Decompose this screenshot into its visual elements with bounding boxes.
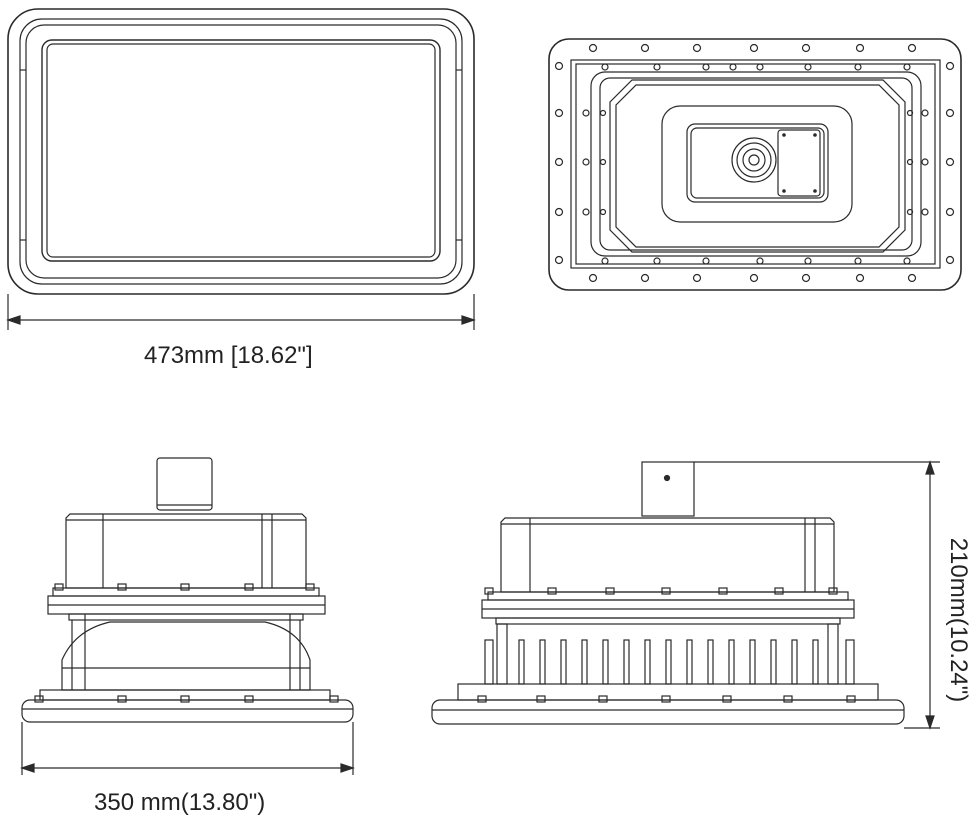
height-dimension-label: 210mm(10.24") [945, 537, 972, 703]
side-view-bolts [34, 583, 339, 703]
base-dimension-label: 350 mm(13.80") [94, 789, 266, 816]
rear-bolt-bottom-row [588, 273, 917, 283]
rear-bolt-right-col [945, 61, 955, 265]
width-dimension-label: 473mm [18.62"] [144, 342, 313, 369]
rear-inner-bolts [582, 63, 929, 265]
side-view-finned [431, 461, 905, 725]
rear-bolt-left-col [554, 61, 564, 265]
height-dimension [694, 460, 940, 730]
finned-view-bolts [477, 587, 856, 703]
side-view [21, 457, 354, 723]
rear-view [548, 38, 962, 291]
width-dimension [6, 294, 476, 330]
base-dimension [20, 722, 355, 775]
heatsink-fins [484, 623, 855, 685]
front-view [7, 8, 475, 295]
rear-bolt-top-row [588, 43, 917, 53]
